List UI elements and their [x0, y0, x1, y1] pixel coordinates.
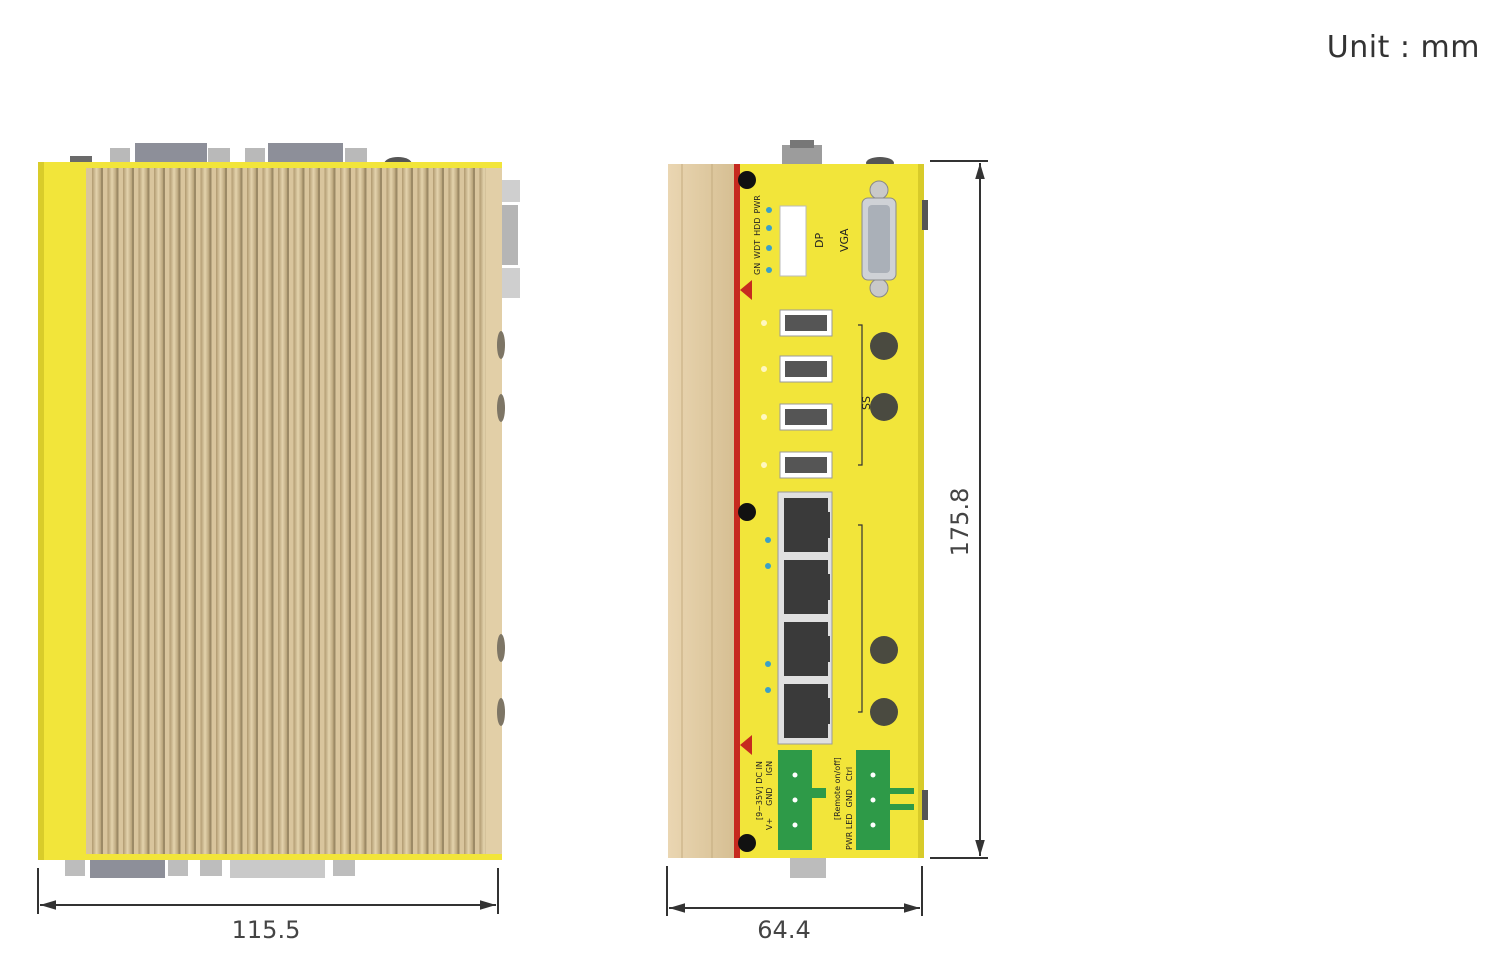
heatsink-fin: [309, 168, 318, 854]
width-label: 115.5: [232, 916, 301, 944]
heatsink-fin: [340, 168, 349, 854]
heatsink-fin: [231, 168, 241, 854]
heatsink-groove: [442, 168, 444, 854]
antenna-hole: [870, 332, 898, 360]
dc-in-labels: V+GNDIGN: [765, 761, 774, 830]
heatsink-groove: [349, 168, 351, 854]
heatsink-fin: [200, 168, 210, 854]
heatsink-groove: [194, 168, 196, 854]
heatsink-fin: [386, 168, 396, 854]
heatsink-fin: [417, 168, 427, 854]
width-dimension: [37, 868, 499, 914]
heatsink-groove: [178, 168, 181, 854]
led-labels: GNWDTHDDPWR: [753, 195, 762, 275]
depth-dimension: [666, 866, 923, 916]
heatsink-fin: [169, 168, 179, 854]
vga-port: [861, 180, 897, 298]
heatsink-groove: [318, 168, 320, 854]
heatsink-fin: [138, 168, 148, 854]
heatsink-groove: [225, 168, 227, 854]
heatsink-fin: [154, 168, 163, 854]
heatsink-groove: [132, 168, 134, 854]
displayport: [779, 205, 807, 277]
dc-in-title: [9~35V] DC IN: [755, 761, 764, 820]
remote-terminal: [856, 750, 914, 850]
antenna-hole: [870, 698, 898, 726]
heatsink-fin: [216, 168, 225, 854]
dc-in-terminal: [778, 750, 826, 850]
depth-label: 64.4: [757, 916, 810, 944]
heatsink-groove: [209, 168, 212, 854]
heatsink-fin: [479, 168, 489, 854]
height-dimension: [930, 160, 988, 859]
heatsink-fin: [92, 168, 101, 854]
heatsink-groove: [302, 168, 305, 854]
heatsink-groove: [256, 168, 258, 854]
heatsink-fin: [371, 168, 380, 854]
heatsink-groove: [116, 168, 119, 854]
heatsink-fin: [448, 168, 458, 854]
heatsink-fin: [464, 168, 473, 854]
usb-ports: [761, 309, 833, 479]
heatsink-groove: [147, 168, 150, 854]
heatsink-groove: [364, 168, 367, 854]
heatsink-fins: [92, 168, 491, 854]
heatsink-groove: [380, 168, 382, 854]
heatsink-groove: [426, 168, 429, 854]
heatsink-fin: [107, 168, 117, 854]
heatsink-fin: [293, 168, 303, 854]
remote-title: [Remote on/off]: [833, 757, 842, 820]
heatsink-groove: [101, 168, 103, 854]
vga-label: VGA: [838, 228, 851, 252]
heatsink-groove: [333, 168, 336, 854]
heatsink-fin: [247, 168, 256, 854]
heatsink-groove: [287, 168, 289, 854]
status-leds: GNWDTHDDPWR: [753, 195, 772, 275]
heatsink-groove: [473, 168, 475, 854]
heatsink-fin: [355, 168, 365, 854]
lan-ports: [765, 491, 833, 745]
heatsink-groove: [163, 168, 165, 854]
heatsink-groove: [395, 168, 398, 854]
heatsink-fin: [433, 168, 442, 854]
heatsink-fin: [324, 168, 334, 854]
remote-labels: PWR LEDGNDCtrl: [845, 767, 854, 850]
front-view: GNWDTHDDPWR DP VGA: [668, 140, 928, 878]
side-view: [38, 143, 520, 878]
heatsink-fin: [402, 168, 411, 854]
heatsink-groove: [240, 168, 243, 854]
heatsink-groove: [457, 168, 460, 854]
height-label: 175.8: [946, 488, 974, 557]
heatsink-fin: [123, 168, 132, 854]
heatsink-groove: [271, 168, 274, 854]
heatsink-fin: [278, 168, 287, 854]
antenna-hole: [870, 393, 898, 421]
unit-label: Unit : mm: [1326, 30, 1480, 65]
heatsink-fin: [185, 168, 194, 854]
antenna-hole: [870, 636, 898, 664]
dp-label: DP: [813, 233, 826, 248]
heatsink-fin: [262, 168, 272, 854]
heatsink-groove: [411, 168, 413, 854]
usb-label: SS: [860, 396, 873, 410]
